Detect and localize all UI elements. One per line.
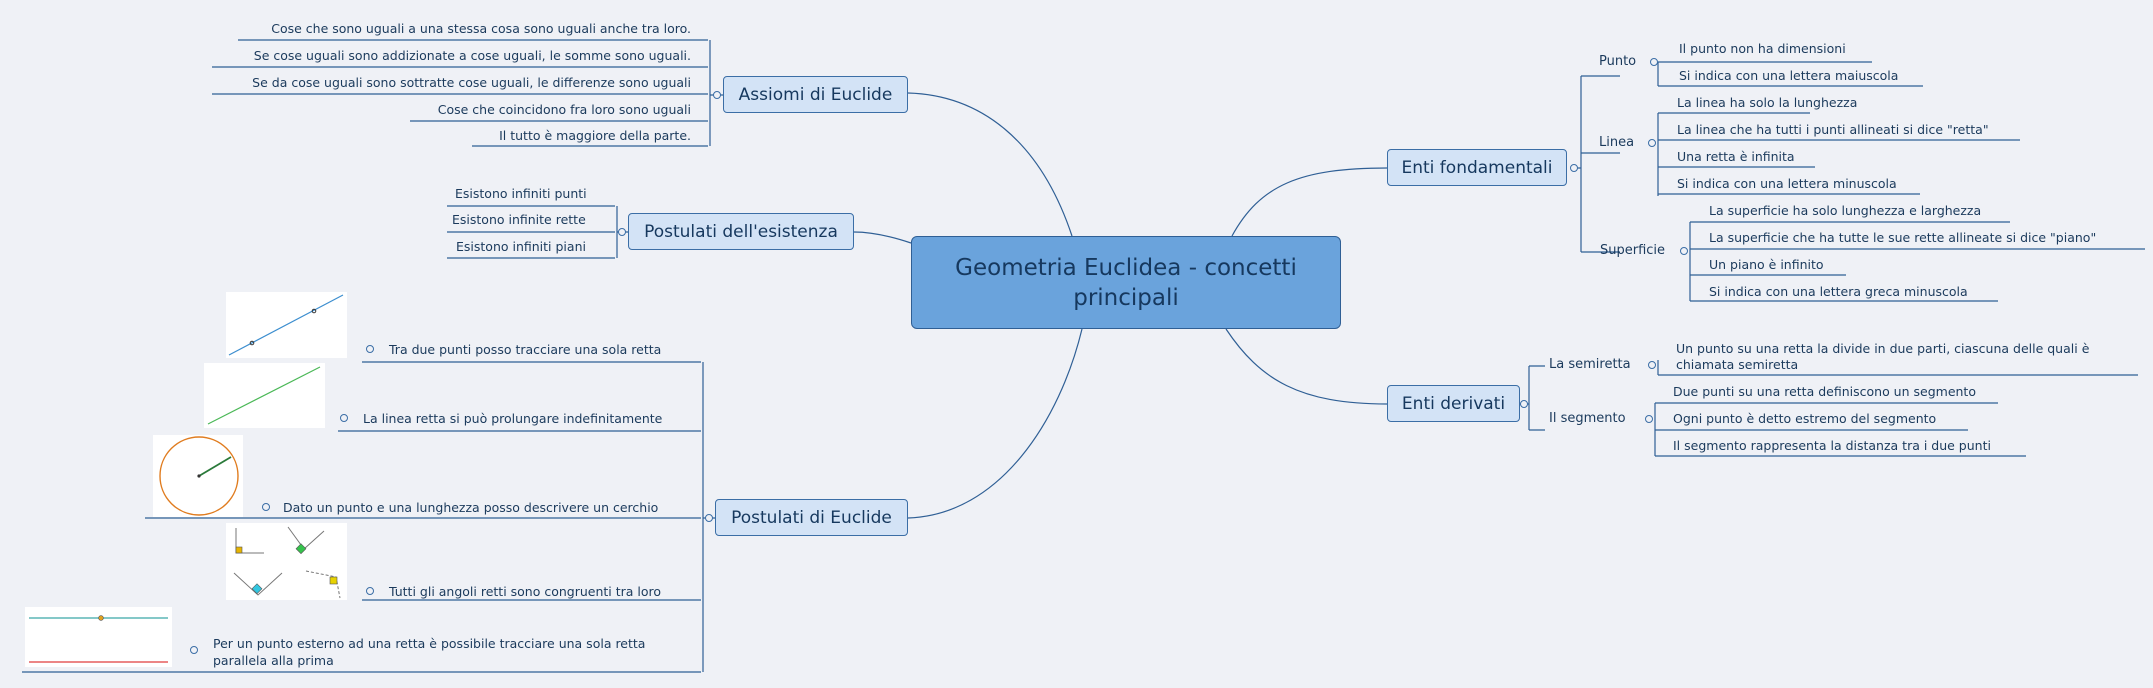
topic-derivati[interactable]: Enti derivati (1387, 385, 1520, 422)
superficie-4: Si indica con una lettera greca minuscol… (1709, 284, 1968, 299)
assioma-2: Se cose uguali sono addizionate a cose u… (253, 48, 691, 63)
assioma-1: Cose che sono uguali a una stessa cosa s… (271, 21, 691, 36)
collapse-toggle-icon[interactable] (1570, 164, 1578, 172)
segmento-2: Ogni punto è detto estremo del segmento (1673, 411, 1937, 426)
subtopic-punto[interactable]: Punto (1599, 54, 1637, 69)
assioma-5: Il tutto è maggiore della parte. (499, 128, 691, 143)
collapse-toggle-icon[interactable] (1648, 139, 1656, 147)
subtopic-linea[interactable]: Linea (1599, 135, 1635, 150)
punto-2: Si indica con una lettera maiuscola (1679, 68, 1899, 83)
prolungamento-image (204, 363, 325, 428)
subtopic-semiretta[interactable]: La semiretta (1549, 357, 1631, 372)
postulato-2: La linea retta si può prolungare indefin… (363, 411, 663, 426)
item-toggle-icon[interactable] (366, 345, 374, 353)
central-topic[interactable]: Geometria Euclidea - concetti principali (911, 236, 1341, 329)
topic-fondamentali-label: Enti fondamentali (1401, 157, 1553, 178)
postulato-4: Tutti gli angoli retti sono congruenti t… (389, 584, 662, 599)
angoli-retti-image (226, 523, 347, 600)
esistenza-1: Esistono infiniti punti (455, 186, 587, 201)
topic-postulati-label: Postulati di Euclide (731, 507, 892, 528)
punto-1: Il punto non ha dimensioni (1679, 41, 1846, 56)
topic-esistenza[interactable]: Postulati dell'esistenza (628, 213, 854, 250)
linea-3: Una retta è infinita (1677, 149, 1795, 164)
item-toggle-icon[interactable] (190, 646, 198, 654)
assioma-4: Cose che coincidono fra loro sono uguali (437, 102, 691, 117)
superficie-1: La superficie ha solo lunghezza e larghe… (1709, 203, 1982, 218)
item-toggle-icon[interactable] (340, 414, 348, 422)
segmento-3: Il segmento rappresenta la distanza tra … (1673, 438, 1991, 453)
postulato-1: Tra due punti posso tracciare una sola r… (389, 342, 662, 357)
semiretta-2: chiamata semiretta (1676, 357, 1799, 372)
esistenza-3: Esistono infiniti piani (456, 239, 586, 254)
topic-assiomi-label: Assiomi di Euclide (738, 84, 893, 105)
semiretta-1: Un punto su una retta la divide in due p… (1676, 341, 2090, 356)
central-topic-label: Geometria Euclidea - concetti principali (955, 254, 1297, 311)
superficie-3: Un piano è infinito (1709, 257, 1824, 272)
esistenza-2: Esistono infinite rette (452, 212, 586, 227)
postulato-5: Per un punto esterno ad una retta è poss… (213, 636, 646, 651)
segmento-1: Due punti su una retta definiscono un se… (1673, 384, 1976, 399)
subtopic-segmento[interactable]: Il segmento (1549, 411, 1626, 426)
collapse-toggle-icon[interactable] (1648, 361, 1656, 369)
collapse-toggle-icon[interactable] (618, 228, 626, 236)
parallela-image (25, 607, 172, 667)
topic-fondamentali[interactable]: Enti fondamentali (1387, 149, 1567, 186)
retta-image (226, 292, 347, 358)
collapse-toggle-icon[interactable] (705, 514, 713, 522)
subtopic-superficie[interactable]: Superficie (1600, 243, 1666, 258)
assioma-3: Se da cose uguali sono sottratte cose ug… (252, 75, 691, 90)
postulato-3: Dato un punto e una lunghezza posso desc… (283, 500, 659, 515)
collapse-toggle-icon[interactable] (1520, 400, 1528, 408)
postulato-5-cont: parallela alla prima (213, 653, 334, 668)
item-toggle-icon[interactable] (366, 587, 374, 595)
linea-4: Si indica con una lettera minuscola (1677, 176, 1897, 191)
collapse-toggle-icon[interactable] (1650, 58, 1658, 66)
topic-derivati-label: Enti derivati (1401, 393, 1506, 414)
item-toggle-icon[interactable] (262, 503, 270, 511)
superficie-2: La superficie che ha tutte le sue rette … (1709, 230, 2097, 245)
collapse-toggle-icon[interactable] (713, 91, 721, 99)
cerchio-image (153, 435, 243, 517)
collapse-toggle-icon[interactable] (1645, 415, 1653, 423)
topic-assiomi[interactable]: Assiomi di Euclide (723, 76, 908, 113)
linea-1: La linea ha solo la lunghezza (1677, 95, 1858, 110)
topic-postulati[interactable]: Postulati di Euclide (715, 499, 908, 536)
collapse-toggle-icon[interactable] (1680, 247, 1688, 255)
topic-esistenza-label: Postulati dell'esistenza (644, 221, 838, 242)
linea-2: La linea che ha tutti i punti allineati … (1677, 122, 1989, 137)
